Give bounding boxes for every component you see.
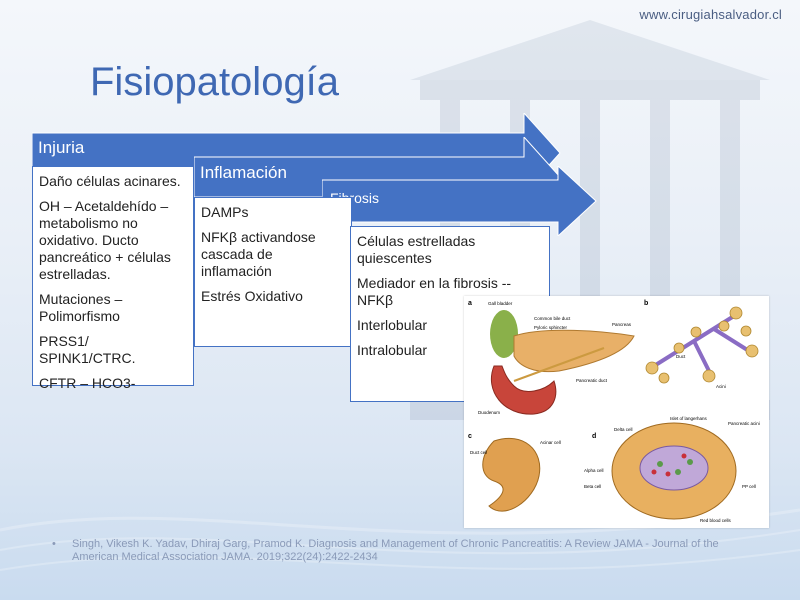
fibrosis-item: Intralobular [357,342,428,358]
fibrosis-item: Células estrelladas quiescentes [357,233,476,266]
pancreas-anatomy-figure: a Gall bladder Common bile duct Pyloric … [464,296,769,528]
arrow-fibrosis [322,166,597,236]
figure-label: Acini [716,384,726,389]
inflamacion-item: NFKβ activandose cascada de inflamación [201,229,316,279]
inflamacion-item: Estrés Oxidativo [201,288,303,304]
panel-label: a [468,300,472,307]
figure-label: Delta cell [614,427,633,432]
figure-label: Pancreatic duct [576,378,608,383]
stage-label-inflamacion: Inflamación [200,163,287,182]
fibrosis-item: Interlobular [357,317,428,333]
figure-label: PP cell [742,484,756,489]
site-url: www.cirugiahsalvador.cl [639,7,782,22]
injuria-item: OH – Acetaldehído – metabolismo no oxida… [39,198,171,282]
figure-label: Common bile duct [534,316,571,321]
inflamacion-box: DAMPs NFKβ activandose cascada de inflam… [194,197,352,347]
figure-label: Acinar cell [540,440,561,445]
injuria-item: Daño células acinares. [39,173,181,189]
figure-label: Gall bladder [488,301,513,306]
figure-label: Pyloric sphincter [534,325,568,330]
figure-label: Duodenum [478,410,500,415]
injuria-box: Daño células acinares. OH – Acetaldehído… [32,166,194,391]
pancreas-illustration: a Gall bladder Common bile duct Pyloric … [468,300,760,523]
stage-label-injuria: Injuria [38,138,85,157]
reference-citation: • Singh, Vikesh K. Yadav, Dhiraj Garg, P… [52,538,740,564]
reference-bullet: • [52,538,56,550]
figure-label: Duct [676,354,686,359]
inflamacion-item: DAMPs [201,204,249,220]
figure-label: Pancreatic acini [728,421,760,426]
panel-label: b [644,300,648,307]
figure-label: Islet of langerhans [670,416,708,421]
slide-title: Fisiopatología [90,60,340,104]
figure-label: Pancreas [612,322,632,327]
panel-label: d [592,433,596,440]
injuria-item: CFTR – HCO3- [39,375,136,391]
figure-label: Duct cell [470,450,487,455]
figure-label: Alpha cell [584,468,604,473]
figure-label: Red blood cells [700,518,732,523]
injuria-item: PRSS1/ SPINK1/CTRC. [39,333,136,366]
fibrosis-item: Mediador en la fibrosis -- NFKβ [357,275,512,308]
figure-label: Beta cell [584,484,601,489]
injuria-item: Mutaciones – Polimorfismo [39,291,123,324]
panel-label: c [468,433,472,440]
reference-text: Singh, Vikesh K. Yadav, Dhiraj Garg, Pra… [72,538,719,563]
